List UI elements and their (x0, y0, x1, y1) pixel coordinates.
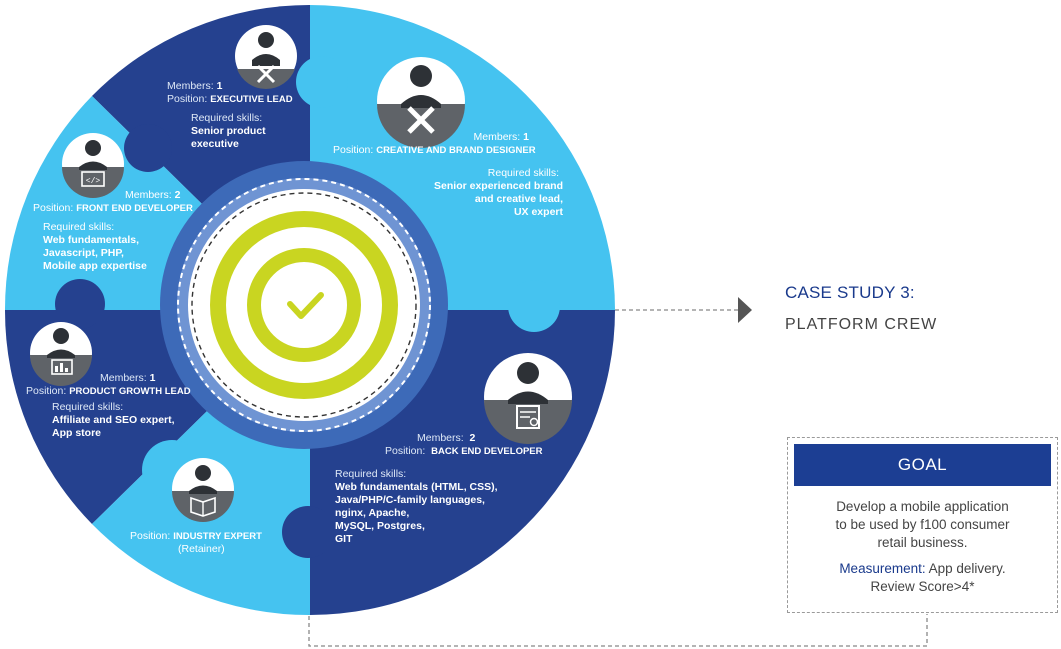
code-icon: </> (62, 133, 124, 198)
chart-icon (30, 322, 92, 386)
measurement-label: Measurement: (839, 561, 926, 576)
skills-text: Senior experienced brand and creative le… (434, 180, 563, 218)
measurement-value: App delivery. (928, 561, 1006, 576)
tools-icon (235, 25, 297, 90)
dashed-ring-inner (191, 192, 417, 418)
skills-label: Required skills: (191, 112, 263, 124)
puzzle-knob (296, 56, 348, 108)
skills-label: Required skills: (43, 221, 115, 233)
position-label: Position: (26, 385, 67, 397)
position-title: PRODUCT GROWTH LEAD (69, 386, 191, 397)
skills-text: Web fundamentals, Javascript, PHP, Mobil… (43, 234, 147, 272)
puzzle-knob (282, 506, 334, 558)
retainer-note: (Retainer) (178, 543, 225, 555)
position-label: Position: (385, 445, 426, 457)
position-label: Position: (167, 93, 208, 105)
back-end-info: Members: 2 Position: BACK END DEVELOPER … (335, 432, 543, 546)
creative-designer-info: Members: 1 Position: CREATIVE AND BRAND … (333, 131, 565, 219)
members-count: 1 (523, 131, 529, 143)
case-study-title: CASE STUDY 3: (785, 283, 915, 302)
members-count: 2 (469, 432, 476, 444)
position-label: Position: (33, 202, 74, 214)
front-end-info: Members: 2 Position: FRONT END DEVELOPER… (33, 189, 193, 273)
skills-text: Web fundamentals (HTML, CSS), Java/PHP/C… (335, 481, 498, 545)
members-label: Members: (125, 189, 172, 201)
members-count: 2 (174, 189, 181, 201)
skills-label: Required skills: (487, 167, 559, 179)
members-label: Members: (167, 80, 214, 92)
measurement-value-2: Review Score>4* (870, 579, 975, 594)
members-count: 1 (149, 372, 156, 384)
puzzle-knob (508, 280, 560, 332)
industry-expert-info: Position: INDUSTRY EXPERT (Retainer) (130, 530, 262, 556)
position-title: FRONT END DEVELOPER (76, 203, 193, 214)
checkmark-icon (287, 292, 324, 319)
position-label: Position: (130, 530, 171, 542)
book-icon (172, 458, 234, 522)
position-title: CREATIVE AND BRAND DESIGNER (376, 145, 536, 156)
arrow-right-icon (738, 297, 752, 323)
executive-lead-info: Members: 1 Position: EXECUTIVE LEAD Requ… (167, 80, 293, 151)
dashed-ring (177, 178, 431, 432)
goal-box: GOAL Develop a mobile application to be … (787, 437, 1058, 613)
members-label: Members: (417, 432, 464, 444)
goal-connector (308, 614, 928, 647)
skills-label: Required skills: (52, 401, 124, 413)
position-title: EXECUTIVE LEAD (210, 94, 293, 105)
goal-measurement: Measurement: App delivery. Review Score>… (794, 560, 1051, 596)
product-growth-info: Members: 1 Position: PRODUCT GROWTH LEAD… (26, 372, 191, 440)
skills-label: Required skills: (335, 468, 407, 480)
skills-text: Affiliate and SEO expert, App store (52, 414, 175, 439)
target-ring-inner (247, 248, 361, 362)
position-title: BACK END DEVELOPER (431, 446, 543, 457)
puzzle-knob (124, 124, 172, 172)
case-study-subtitle: PLATFORM CREW (785, 316, 938, 333)
goal-description: Develop a mobile application to be used … (835, 499, 1010, 550)
server-gear-icon (484, 353, 572, 444)
members-count: 1 (216, 80, 223, 92)
members-label: Members: (100, 372, 147, 384)
goal-heading: GOAL (794, 444, 1051, 486)
position-label: Position: (333, 144, 374, 156)
members-label: Members: (473, 131, 521, 143)
target-ring-outer (210, 211, 398, 399)
position-title: INDUSTRY EXPERT (173, 531, 262, 542)
pen-tools-icon (377, 57, 465, 148)
skills-text: Senior product executive (191, 125, 266, 150)
svg-text:</>: </> (86, 177, 101, 186)
puzzle-knob (55, 279, 105, 329)
